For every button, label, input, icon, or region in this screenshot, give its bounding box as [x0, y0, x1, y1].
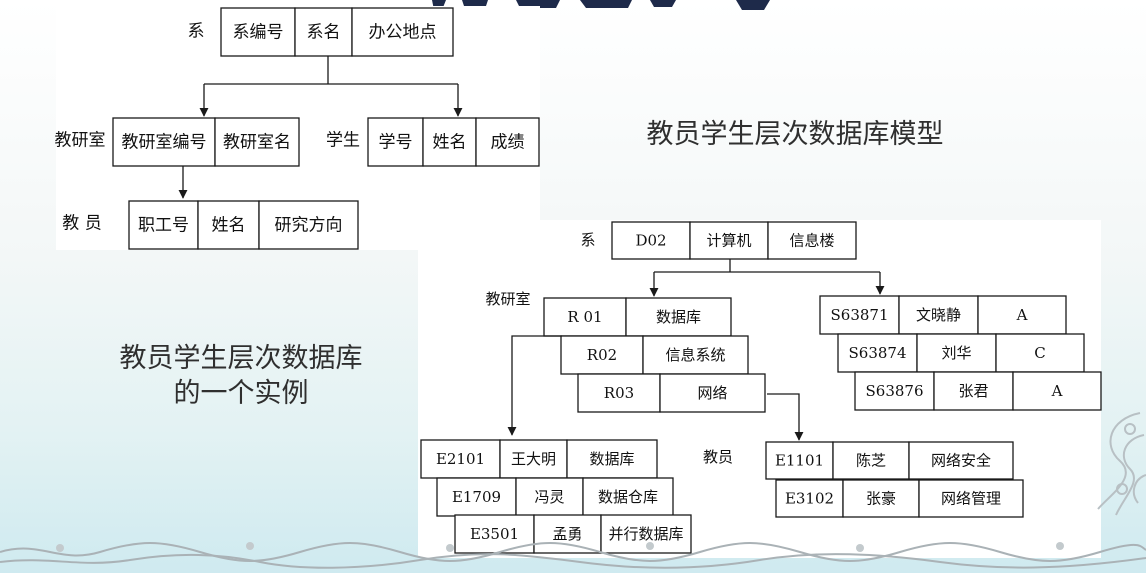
record-jy-field: 研究方向	[275, 216, 343, 236]
record-jys-field: 教研室名	[223, 133, 291, 153]
teaching-office-record-field: 网络	[697, 384, 727, 402]
teacher-record-field: E2101	[436, 450, 485, 468]
teacher-record-field: 冯灵	[534, 488, 564, 506]
teacher-record-field: 张豪	[866, 490, 896, 508]
teacher-record-field: 数据库	[589, 450, 634, 468]
teaching-office-record-field: R03	[604, 384, 634, 402]
student-record-field: C	[1034, 344, 1045, 362]
teacher-record-field: 网络管理	[941, 490, 1001, 508]
record-jys-field: 教研室编号	[122, 133, 207, 153]
record-jy-field: 姓名	[212, 216, 246, 236]
instance-label-jys: 教研室	[485, 290, 530, 308]
student-record-field: S63874	[849, 344, 907, 362]
record-xs-field: 姓名	[433, 133, 467, 153]
student-record-field: 文晓静	[916, 306, 961, 324]
student-record-field: A	[1016, 306, 1028, 324]
teacher-record-field: 网络安全	[931, 452, 991, 470]
record-xi-field: 办公地点	[369, 23, 437, 43]
record-jy-field: 职工号	[138, 216, 189, 236]
connector-xi-to-children	[204, 56, 458, 84]
instance-record-d02-field: 计算机	[706, 232, 751, 250]
label-xi: 系	[188, 22, 205, 42]
instance-record-d02-field: D02	[635, 232, 666, 250]
teacher-record-field: E1709	[452, 488, 501, 506]
teaching-office-record-field: 数据库	[656, 308, 701, 326]
record-xs-field: 成绩	[491, 133, 525, 153]
teacher-record-field: E1101	[775, 452, 824, 470]
teaching-office-record-field: R 01	[567, 308, 602, 326]
record-xs-field: 学号	[379, 133, 413, 153]
student-record-field: 张君	[958, 382, 988, 400]
teacher-record-field: E3102	[785, 490, 834, 508]
teacher-record-field: 陈芝	[856, 452, 886, 470]
instance-record-d02-field: 信息楼	[789, 232, 834, 250]
teacher-record-field: 王大明	[511, 450, 556, 468]
student-record-field: 刘华	[941, 344, 971, 362]
record-xi-field: 系名	[307, 23, 341, 43]
instance-label-xi: 系	[580, 231, 595, 249]
teacher-record-field: 数据仓库	[598, 488, 658, 506]
student-record-field: A	[1051, 382, 1063, 400]
arrow-r01-to-e2101	[512, 336, 562, 435]
student-record-field: S63871	[831, 306, 889, 324]
label-xs: 学生	[326, 131, 360, 151]
corner-wave-ornament	[1090, 405, 1146, 545]
label-jys: 教研室	[55, 131, 106, 151]
student-record-field: S63876	[866, 382, 924, 400]
teaching-office-record-field: R02	[587, 346, 617, 364]
connector-d02-to-children	[654, 259, 880, 272]
label-jy: 教 员	[62, 214, 101, 234]
arrow-r03-to-e1101	[767, 394, 799, 440]
record-xi-field: 系编号	[233, 23, 284, 43]
instance-label-jy: 教员	[703, 448, 733, 466]
teaching-office-record-field: 信息系统	[665, 346, 725, 364]
decorative-wave-border	[0, 530, 1146, 573]
